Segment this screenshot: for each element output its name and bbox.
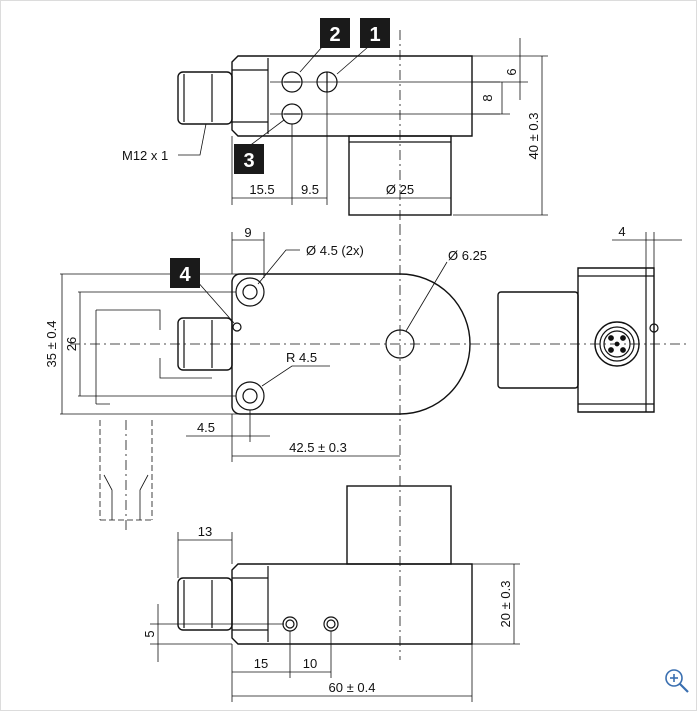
label-dim-60: 60 ± 0.4 [329, 680, 376, 695]
side-view [497, 232, 682, 413]
label-r45: R 4.5 [286, 350, 317, 365]
bottom-view [150, 476, 520, 702]
svg-text:1: 1 [369, 24, 380, 46]
top-view [177, 30, 548, 225]
front-view [60, 225, 690, 530]
label-dim-5: 5 [142, 630, 157, 637]
label-dim-dia25: Ø 25 [386, 182, 414, 197]
label-dim-6: 6 [504, 68, 519, 75]
svg-text:3: 3 [243, 150, 254, 172]
label-dim-15-5: 15.5 [249, 182, 274, 197]
label-thread: M12 x 1 [122, 148, 168, 163]
label-dim-8: 8 [480, 94, 495, 101]
label-dim-40: 40 ± 0.3 [526, 113, 541, 160]
label-dia-625: Ø 6.25 [448, 248, 487, 263]
label-dim-10: 10 [303, 656, 317, 671]
label-dim-9-5: 9.5 [301, 182, 319, 197]
label-dim-15: 15 [254, 656, 268, 671]
svg-text:2: 2 [329, 24, 340, 46]
label-dim-4: 4 [618, 224, 625, 239]
label-dim-4-5: 4.5 [197, 420, 215, 435]
svg-text:4: 4 [179, 264, 191, 286]
badge-1: 1 [360, 18, 390, 48]
badge-4: 4 [170, 258, 200, 288]
badge-2: 2 [320, 18, 350, 48]
label-dim-9: 9 [244, 225, 251, 240]
label-dim-20: 20 ± 0.3 [498, 581, 513, 628]
label-dim-42-5: 42.5 ± 0.3 [289, 440, 347, 455]
label-dim-13: 13 [198, 524, 212, 539]
badge-3: 3 [234, 144, 264, 174]
label-hole-dia: Ø 4.5 (2x) [306, 243, 364, 258]
label-dim-35: 35 ± 0.4 [44, 321, 59, 368]
zoom-in-icon[interactable] [664, 668, 690, 694]
label-dim-26: 26 [64, 337, 79, 351]
